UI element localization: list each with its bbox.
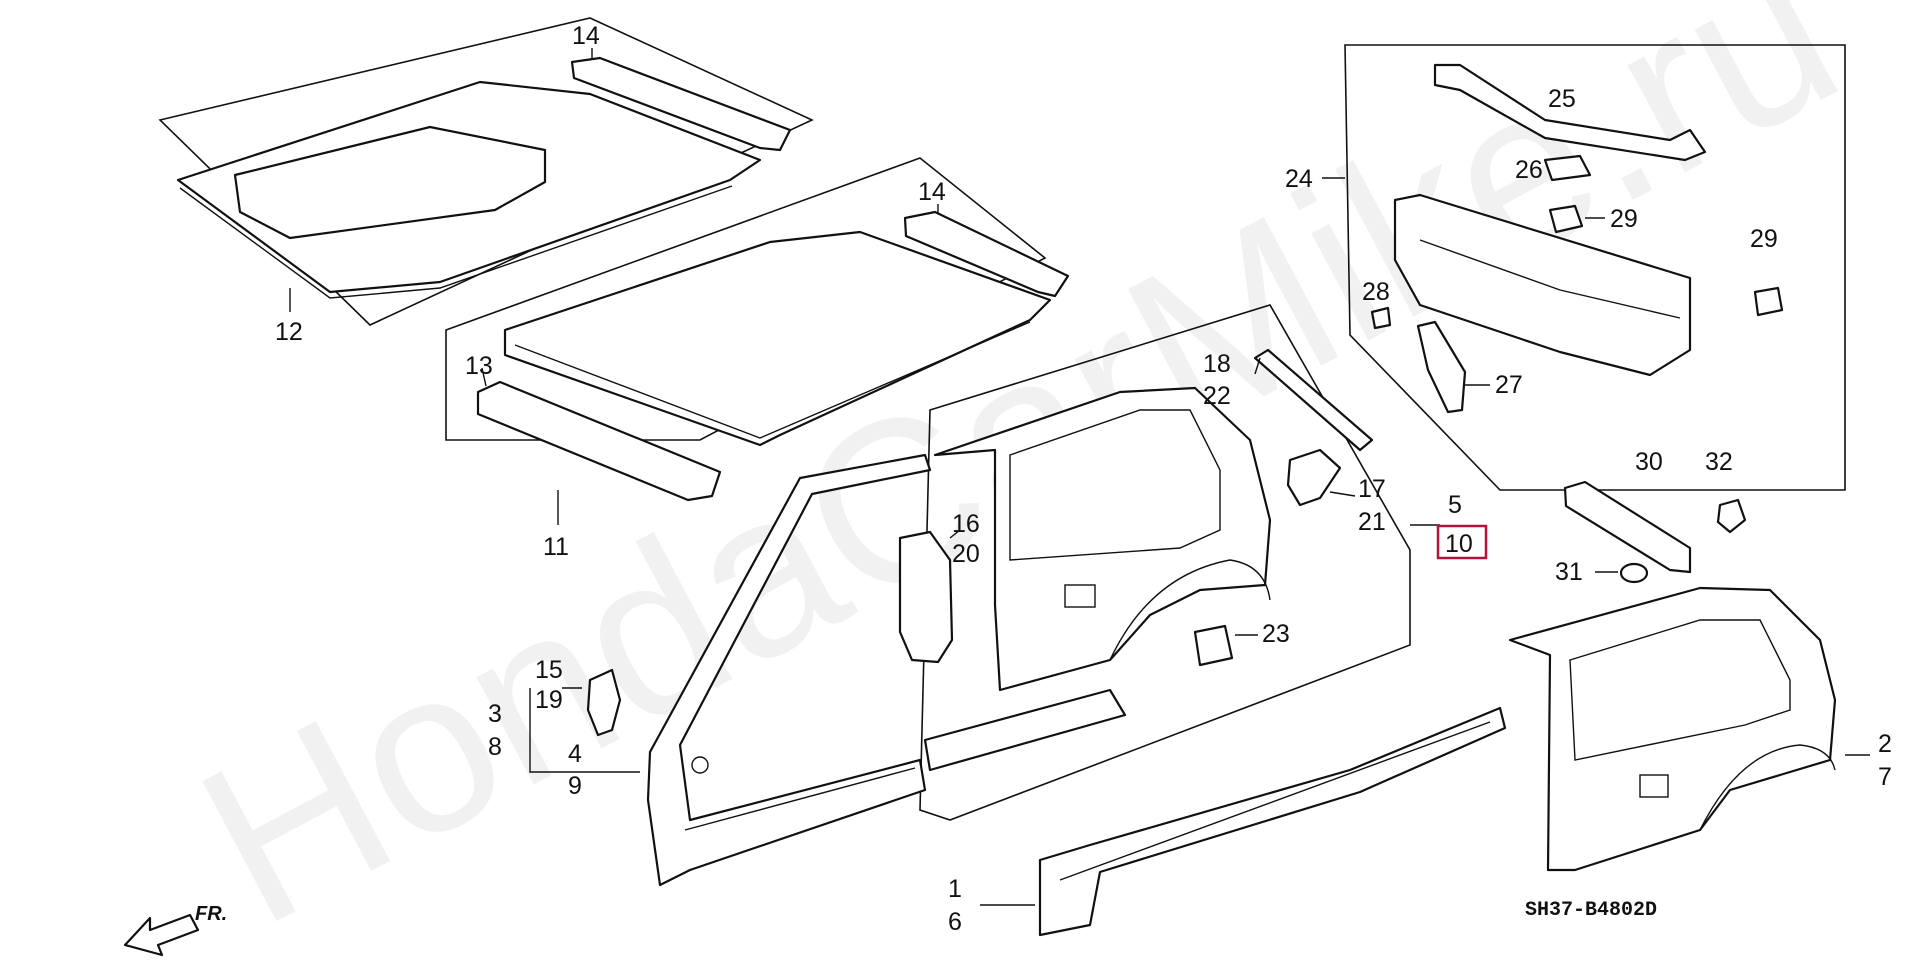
label-30: 30 xyxy=(1635,448,1663,476)
label-22: 22 xyxy=(1203,382,1231,410)
label-14-top: 14 xyxy=(572,22,600,50)
label-15: 15 xyxy=(535,656,563,684)
roof-rail-middle[interactable] xyxy=(903,210,1070,298)
opposite-fuel-door xyxy=(1639,774,1669,798)
roof-panel-edge xyxy=(514,321,1031,439)
label-28: 28 xyxy=(1362,278,1390,306)
roof-rail-upper[interactable] xyxy=(570,56,792,152)
diagram-code: SH37-B4802D xyxy=(1525,899,1657,922)
tailgate-stay-bracket[interactable] xyxy=(1563,480,1692,574)
opposite-wheel-arch xyxy=(1699,744,1836,831)
sill-crease-line xyxy=(684,767,916,831)
label-2: 2 xyxy=(1878,730,1892,758)
front-direction-arrow-icon xyxy=(123,913,200,957)
label-8: 8 xyxy=(488,733,502,761)
sunroof-opening xyxy=(233,125,547,240)
wheel-arch-curve xyxy=(1109,559,1271,661)
leader-17-21 xyxy=(1329,491,1356,497)
label-18: 18 xyxy=(1203,350,1231,378)
panel-clip-28[interactable] xyxy=(1370,306,1392,330)
label-13: 13 xyxy=(465,352,493,380)
label-25: 25 xyxy=(1548,85,1576,113)
label-31: 31 xyxy=(1555,558,1583,586)
label-11: 11 xyxy=(543,533,569,561)
label-1: 1 xyxy=(948,875,962,903)
inner-rocker-section[interactable] xyxy=(923,688,1127,772)
rear-panel-rib xyxy=(1419,239,1681,319)
label-19: 19 xyxy=(535,686,563,714)
label-17: 17 xyxy=(1358,475,1386,503)
panel-clip-29b[interactable] xyxy=(1753,286,1784,317)
label-9: 9 xyxy=(568,772,582,800)
opposite-outer-side-panel[interactable] xyxy=(1508,586,1837,872)
plug-cap-31[interactable] xyxy=(1619,562,1649,584)
label-20: 20 xyxy=(952,540,980,568)
label-27: 27 xyxy=(1495,371,1523,399)
label-26: 26 xyxy=(1515,156,1543,184)
pillar-stiffener[interactable] xyxy=(898,530,954,664)
sunroof-roof-edge xyxy=(179,185,733,299)
label-10[interactable]: 10 xyxy=(1445,530,1473,558)
label-12: 12 xyxy=(275,318,303,346)
rear-panel[interactable] xyxy=(1393,193,1692,377)
label-32: 32 xyxy=(1705,448,1733,476)
rear-panel-stiffener[interactable] xyxy=(1416,320,1467,414)
label-7: 7 xyxy=(1878,763,1892,791)
label-6: 6 xyxy=(948,908,962,936)
leader-bracket-3-8-4-9 xyxy=(529,688,640,773)
label-16: 16 xyxy=(952,510,980,538)
rear-crossmember[interactable] xyxy=(1433,63,1707,162)
label-24: 24 xyxy=(1285,165,1313,193)
label-14-middle: 14 xyxy=(918,178,946,206)
sill-edge-line xyxy=(1059,721,1491,881)
opposite-window-opening xyxy=(1569,619,1791,761)
quarter-window-opening xyxy=(1009,409,1221,561)
crossmember-clip[interactable] xyxy=(1543,154,1592,182)
front-marker-label: FR. xyxy=(195,903,227,925)
front-pillar-side-frame[interactable] xyxy=(646,453,932,887)
label-23: 23 xyxy=(1262,620,1290,648)
label-29-right: 29 xyxy=(1750,225,1778,253)
outer-side-panel[interactable] xyxy=(933,386,1272,692)
fuel-door-outline xyxy=(1064,584,1096,608)
pillar-bracket-15-19[interactable] xyxy=(586,668,622,737)
rear-panel-group-box xyxy=(1344,44,1846,491)
label-4: 4 xyxy=(568,740,582,768)
highlight-box-10 xyxy=(1436,524,1488,560)
leader-18-22 xyxy=(1254,357,1261,375)
gusset-bracket[interactable] xyxy=(1286,448,1342,507)
side-panel-group-box xyxy=(919,304,1411,821)
label-5: 5 xyxy=(1448,491,1462,519)
label-29-center: 29 xyxy=(1610,205,1638,233)
drip-molding-strip[interactable] xyxy=(1253,348,1374,452)
leader-16-20 xyxy=(949,529,961,539)
front-roof-rail[interactable] xyxy=(476,380,722,502)
side-sill-rocker[interactable] xyxy=(1038,706,1507,937)
fuel-pocket-housing[interactable] xyxy=(1193,624,1234,667)
label-3: 3 xyxy=(488,700,502,728)
pillar-hole xyxy=(691,756,709,774)
label-21: 21 xyxy=(1358,508,1386,536)
roof-panel[interactable] xyxy=(503,230,1052,447)
panel-clip-29a[interactable] xyxy=(1548,204,1584,234)
clip-fastener-32[interactable] xyxy=(1716,498,1747,534)
leader-13 xyxy=(481,367,487,387)
